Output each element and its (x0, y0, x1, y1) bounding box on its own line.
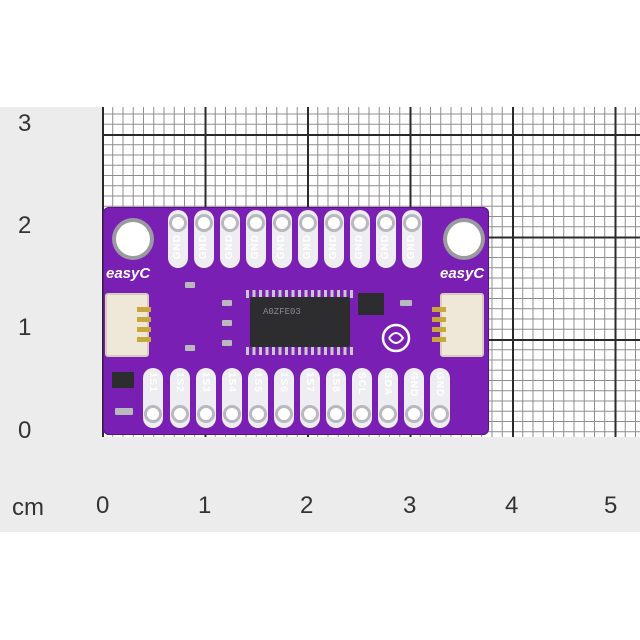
chip-pins-top (246, 290, 354, 298)
pin-hole (221, 214, 239, 232)
qwiic-connector-left (105, 293, 151, 357)
x-tick-label: 4 (505, 492, 519, 519)
chip-marking: A0ZFE03 (263, 307, 301, 317)
small-ic (358, 293, 384, 315)
top-pin-label: GND (198, 234, 209, 260)
unit-label: cm (12, 494, 44, 521)
pin-hole (379, 405, 397, 423)
pin-hole (171, 405, 189, 423)
qwiic-connector-right (432, 293, 484, 357)
smd-component (222, 320, 232, 326)
x-tick-label: 2 (300, 492, 314, 519)
pin-hole (405, 405, 423, 423)
pin-hole (301, 405, 319, 423)
pin-hole (197, 405, 215, 423)
smd-component (185, 282, 195, 288)
pin-hole (249, 405, 267, 423)
pin-hole (144, 405, 162, 423)
pin-hole (431, 405, 449, 423)
pin-hole (195, 214, 213, 232)
top-pin-label: GND (380, 234, 391, 260)
bottom-pin-label: SCL (356, 372, 367, 395)
y-tick-label: 3 (18, 110, 32, 137)
bottom-pin-label: 1S3 (200, 372, 211, 393)
mounting-hole (447, 222, 481, 256)
pin-hole (351, 214, 369, 232)
x-tick-label: 5 (604, 492, 618, 519)
y-tick-label: 0 (18, 417, 32, 444)
bottom-pin-label: 1S2 (174, 372, 185, 393)
top-pin-label: GND (250, 234, 261, 260)
easyc-logo-right: easyC (440, 265, 485, 282)
main-ic-chip (250, 297, 350, 347)
top-pin-label: GND (224, 234, 235, 260)
bottom-pin-label: SDA (382, 372, 393, 397)
top-pin-label: GND (172, 234, 183, 260)
top-pin-label: GND (354, 234, 365, 260)
smd-component (222, 340, 232, 346)
pin-hole (247, 214, 265, 232)
bottom-pin-label: 1S5 (252, 372, 263, 393)
bottom-pin-label: 1S8 (330, 372, 341, 393)
mounting-hole (116, 222, 150, 256)
bottom-pin-label: GND (434, 372, 445, 398)
top-pin-label: GND (302, 234, 313, 260)
bottom-pin-label: 1S4 (226, 372, 237, 393)
smd-component (222, 300, 232, 306)
small-ic (112, 372, 134, 388)
y-tick-label: 1 (18, 314, 32, 341)
smd-component (115, 408, 133, 415)
pin-hole (299, 214, 317, 232)
x-tick-label: 3 (403, 492, 417, 519)
pin-hole (223, 405, 241, 423)
pin-hole (325, 214, 343, 232)
pin-hole (327, 405, 345, 423)
easyc-logo-left: easyC (106, 265, 151, 282)
pin-hole (377, 214, 395, 232)
pin-hole (273, 214, 291, 232)
pin-hole (169, 214, 187, 232)
bottom-pin-label: 1S1 (147, 372, 158, 393)
chip-pins-bottom (246, 347, 354, 355)
top-pin-label: GND (406, 234, 417, 260)
x-tick-label: 1 (198, 492, 212, 519)
bottom-pin-label: 1S6 (278, 372, 289, 393)
pin-hole (353, 405, 371, 423)
bottom-pin-label: 1S7 (304, 372, 315, 393)
top-pin-label: GND (328, 234, 339, 260)
y-tick-label: 2 (18, 212, 32, 239)
smd-component (400, 300, 412, 306)
pin-hole (403, 214, 421, 232)
bottom-pin-label: GND (408, 372, 419, 398)
smd-component (185, 345, 195, 351)
x-tick-label: 0 (96, 492, 110, 519)
top-pin-label: GND (276, 234, 287, 260)
soldered-logo-icon (381, 323, 411, 353)
pin-hole (275, 405, 293, 423)
